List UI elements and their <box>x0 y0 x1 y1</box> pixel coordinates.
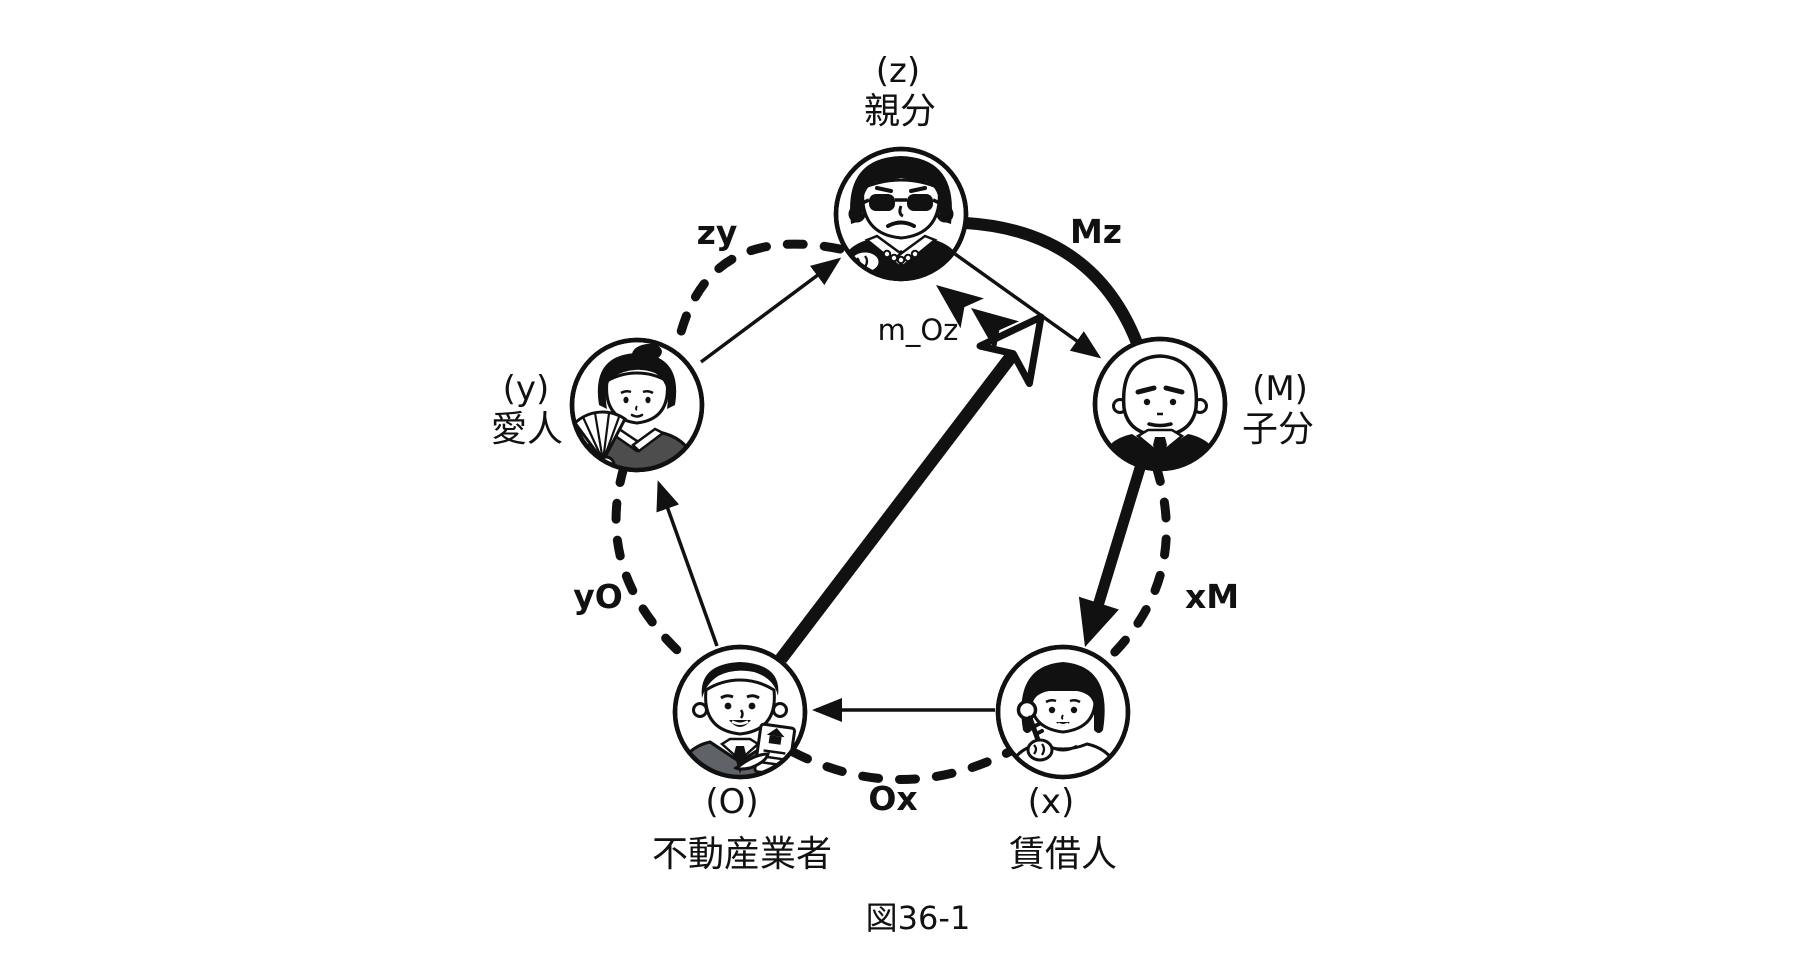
edge-label-yO: yO <box>573 577 623 616</box>
edge-Ox-dashed-arc <box>788 747 1014 784</box>
double-arrowheads-at-z <box>936 285 1019 352</box>
node-O <box>672 644 808 780</box>
arrow-z-to-M <box>953 252 1102 359</box>
boss-necklace <box>882 249 920 265</box>
edge-label-m_Oz: m_Oz <box>878 313 959 347</box>
figure-caption: 図36-1 <box>866 899 971 937</box>
node-x-symbol: (x) <box>1028 782 1075 822</box>
node-z-symbol: (z) <box>876 51 920 91</box>
node-z <box>833 146 969 282</box>
arrow-O-to-y <box>656 480 719 647</box>
node-M <box>1092 336 1228 472</box>
node-y-label: 愛人 <box>491 409 563 450</box>
node-z-label: 親分 <box>864 91 936 132</box>
arrow-M-to-x-thick <box>1078 466 1146 647</box>
arrow-y-to-z <box>699 257 842 364</box>
edge-zy-dashed-arc <box>673 239 845 349</box>
edge-label-xM: xM <box>1185 577 1239 616</box>
node-y <box>569 337 705 473</box>
edge-label-Ox: Ox <box>868 779 917 818</box>
edge-yO-dashed-arc <box>611 462 694 666</box>
node-x-label: 賃借人 <box>1009 834 1117 875</box>
node-M-label: 子分 <box>1242 409 1314 450</box>
node-M-symbol: (M) <box>1252 369 1308 409</box>
key <box>1016 699 1044 743</box>
node-O-label: 不動産業者 <box>652 834 832 875</box>
arrow-O-to-z-open-head <box>775 313 1045 663</box>
labels: (z) 親分 (y) 愛人 (M) 子分 (O) 不動産業者 (x) 賃借人 z… <box>491 51 1314 937</box>
avatar-boss-illustration <box>837 156 965 278</box>
edge-xM-dashed-arc <box>1103 461 1171 664</box>
edges <box>611 217 1171 784</box>
node-O-symbol: (O) <box>705 782 758 822</box>
node-x <box>995 644 1131 780</box>
edge-Mz-thick-arc <box>965 217 1143 346</box>
edge-label-Mz: Mz <box>1070 212 1122 251</box>
pointing-hand <box>733 752 770 771</box>
node-y-symbol: (y) <box>503 369 550 409</box>
edge-label-zy: zy <box>697 213 738 252</box>
